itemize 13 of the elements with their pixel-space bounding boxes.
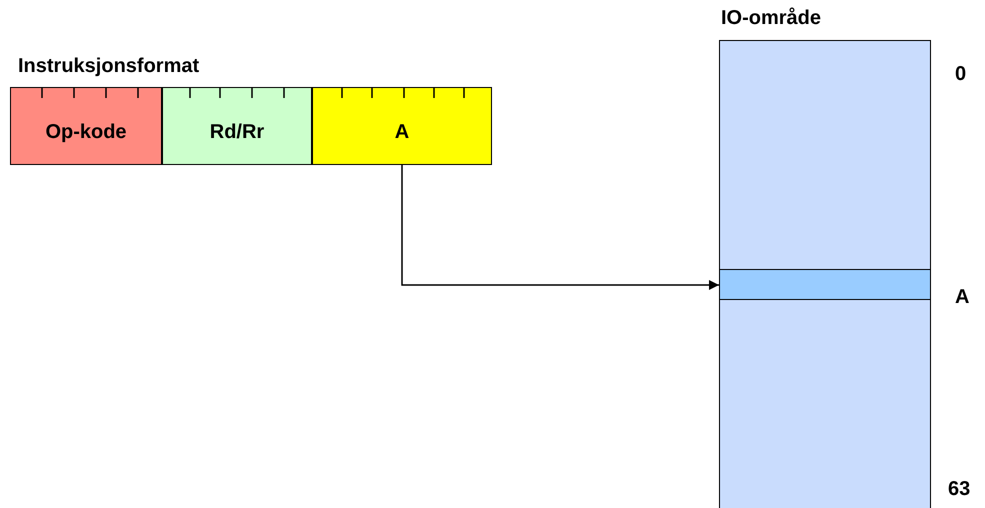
address-label: A xyxy=(955,286,970,309)
field-label: Rd/Rr xyxy=(210,120,264,144)
field-label: Op-kode xyxy=(45,120,127,144)
arrow xyxy=(401,165,719,290)
column-heading: IO-område xyxy=(721,7,822,30)
opcode-field xyxy=(10,87,162,165)
register-field xyxy=(162,87,312,165)
address-label: 0 xyxy=(955,63,966,86)
field-label: A xyxy=(394,120,410,144)
address-label: 63 xyxy=(948,478,970,501)
address-field xyxy=(312,87,492,165)
highlighted-row xyxy=(719,269,931,300)
format-heading: Instruksjonsformat xyxy=(18,55,200,78)
